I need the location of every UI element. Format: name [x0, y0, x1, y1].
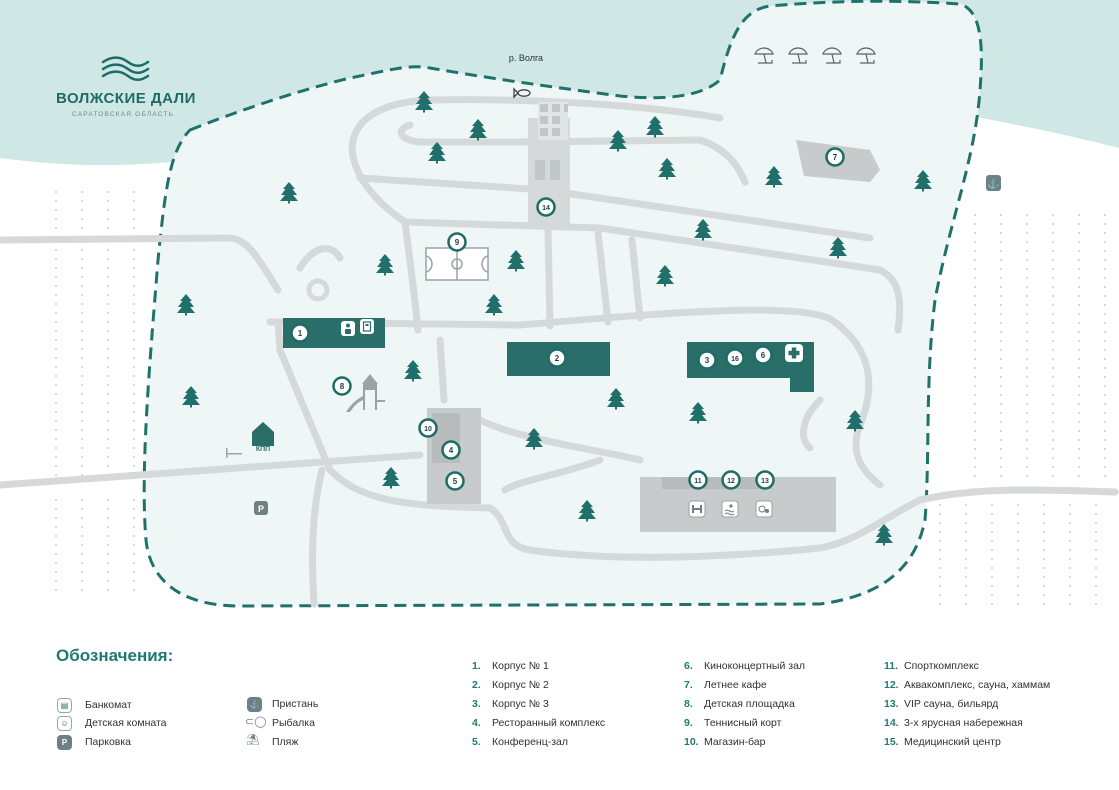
fish-icon [513, 87, 531, 99]
map-pin-16[interactable]: 16 [725, 348, 745, 368]
legend-item: 6.Киноконцертный зал [684, 660, 806, 672]
legend-item: 11.Спорткомплекс [884, 660, 979, 672]
kids-room-icon: ☺ [57, 716, 72, 731]
map-pin-label: 2 [555, 354, 560, 363]
beach-icon: ⛱ [246, 734, 260, 746]
map-pin-label: 5 [453, 477, 458, 486]
map-pin-label: 12 [727, 478, 735, 485]
legend-item: 15.Медицинский центр [884, 736, 1001, 748]
facility-icons [688, 500, 773, 518]
gym-icon [688, 500, 706, 518]
map-pin-label: 16 [731, 356, 739, 363]
map-pin-label: 11 [694, 478, 702, 485]
map-pin-label: 13 [761, 478, 769, 485]
legend-item: 13.VIP сауна, бильярд [884, 698, 999, 710]
checkpoint-label: КПП [256, 446, 270, 453]
parking-icon: P [57, 735, 72, 750]
map-pin-3[interactable]: 3 [697, 350, 717, 370]
legend-item: 8.Детская площадка [684, 698, 795, 710]
legend-item: 12.Аквакомплекс, сауна, хаммам [884, 679, 1051, 691]
map-pin-9[interactable]: 9 [447, 232, 467, 252]
map-pin-label: 8 [340, 382, 345, 391]
checkpoint: КПП [226, 422, 274, 458]
legend-symbol-label: Детская комната [85, 717, 167, 729]
river-label: р. Волга [509, 53, 543, 63]
field-dots-left [55, 191, 135, 591]
field-dots-right [939, 214, 1106, 605]
atm-icon [360, 319, 374, 334]
map-pin-4[interactable]: 4 [441, 440, 461, 460]
map-pin-10[interactable]: 10 [418, 418, 438, 438]
legend-symbol-label: Рыбалка [272, 717, 315, 729]
svg-text:P: P [258, 504, 264, 514]
legend-item: 10.Магазин-бар [684, 736, 766, 748]
svg-text:⚓: ⚓ [987, 177, 999, 190]
map-pin-13[interactable]: 13 [755, 470, 775, 490]
roads [0, 96, 1119, 608]
map-pin-label: 1 [298, 329, 303, 338]
anchor-icon: ⚓ [986, 175, 1001, 191]
logo-waves-icon [101, 56, 150, 81]
legend-item: 4.Ресторанный комплекс [472, 717, 606, 729]
playground-icon [346, 374, 385, 412]
atm-icon: ▤ [57, 698, 72, 713]
legend-symbol-label: Банкомат [85, 699, 132, 711]
fishing-icon: ⊂◯ [245, 716, 267, 728]
medical-cross-icon [785, 344, 803, 362]
map-pin-7[interactable]: 7 [825, 147, 845, 167]
legend-item: 2.Корпус № 2 [472, 679, 549, 691]
legend-symbol-label: Пристань [272, 698, 319, 710]
legend-symbol-label: Парковка [85, 736, 132, 748]
map-pin-6[interactable]: 6 [753, 345, 773, 365]
map-pin-label: 7 [833, 153, 838, 162]
legend-item: 1.Корпус № 1 [472, 660, 549, 672]
map-pin-label: 14 [542, 205, 550, 212]
brand-title: ВОЛЖСКИЕ ДАЛИ [56, 90, 196, 107]
map-pin-label: 3 [705, 356, 710, 365]
parking-icon: P [254, 501, 268, 515]
map-pin-11[interactable]: 11 [688, 470, 708, 490]
building-korpus-3 [687, 342, 814, 392]
map-pin-2[interactable]: 2 [547, 348, 567, 368]
map-pin-label: 9 [455, 238, 460, 247]
map-pin-label: 4 [449, 446, 454, 455]
map-pin-12[interactable]: 12 [721, 470, 741, 490]
tennis-court [425, 247, 489, 281]
legend-item: 7.Летнее кафе [684, 679, 767, 691]
billiard-icon [755, 500, 773, 518]
map-pin-14[interactable]: 14 [536, 197, 556, 217]
kids-room-icon [341, 321, 355, 336]
map-pin-8[interactable]: 8 [332, 376, 352, 396]
resort-map: КПП P ⚓ р. Волга [0, 0, 1119, 608]
map-pin-label: 10 [424, 426, 432, 433]
legend-item: 3.Корпус № 3 [472, 698, 549, 710]
brand-subtitle: САРАТОВСКАЯ ОБЛАСТЬ [72, 111, 175, 118]
legend-symbol-label: Пляж [272, 736, 299, 748]
map-pin-label: 6 [761, 351, 766, 360]
legend-title: Обозначения: [56, 646, 174, 665]
roundabout [306, 278, 330, 302]
legend-item: 14.3-х ярусная набережная [884, 717, 1023, 729]
map-pin-5[interactable]: 5 [445, 471, 465, 491]
embankment-structure [528, 102, 570, 226]
map-pin-1[interactable]: 1 [290, 323, 310, 343]
legend-item: 5.Конференц-зал [472, 736, 569, 748]
pool-icon [721, 500, 739, 518]
legend-item: 9.Теннисный корт [684, 717, 782, 729]
pier-icon: ⚓ [247, 697, 262, 712]
beach-icons [754, 47, 876, 64]
